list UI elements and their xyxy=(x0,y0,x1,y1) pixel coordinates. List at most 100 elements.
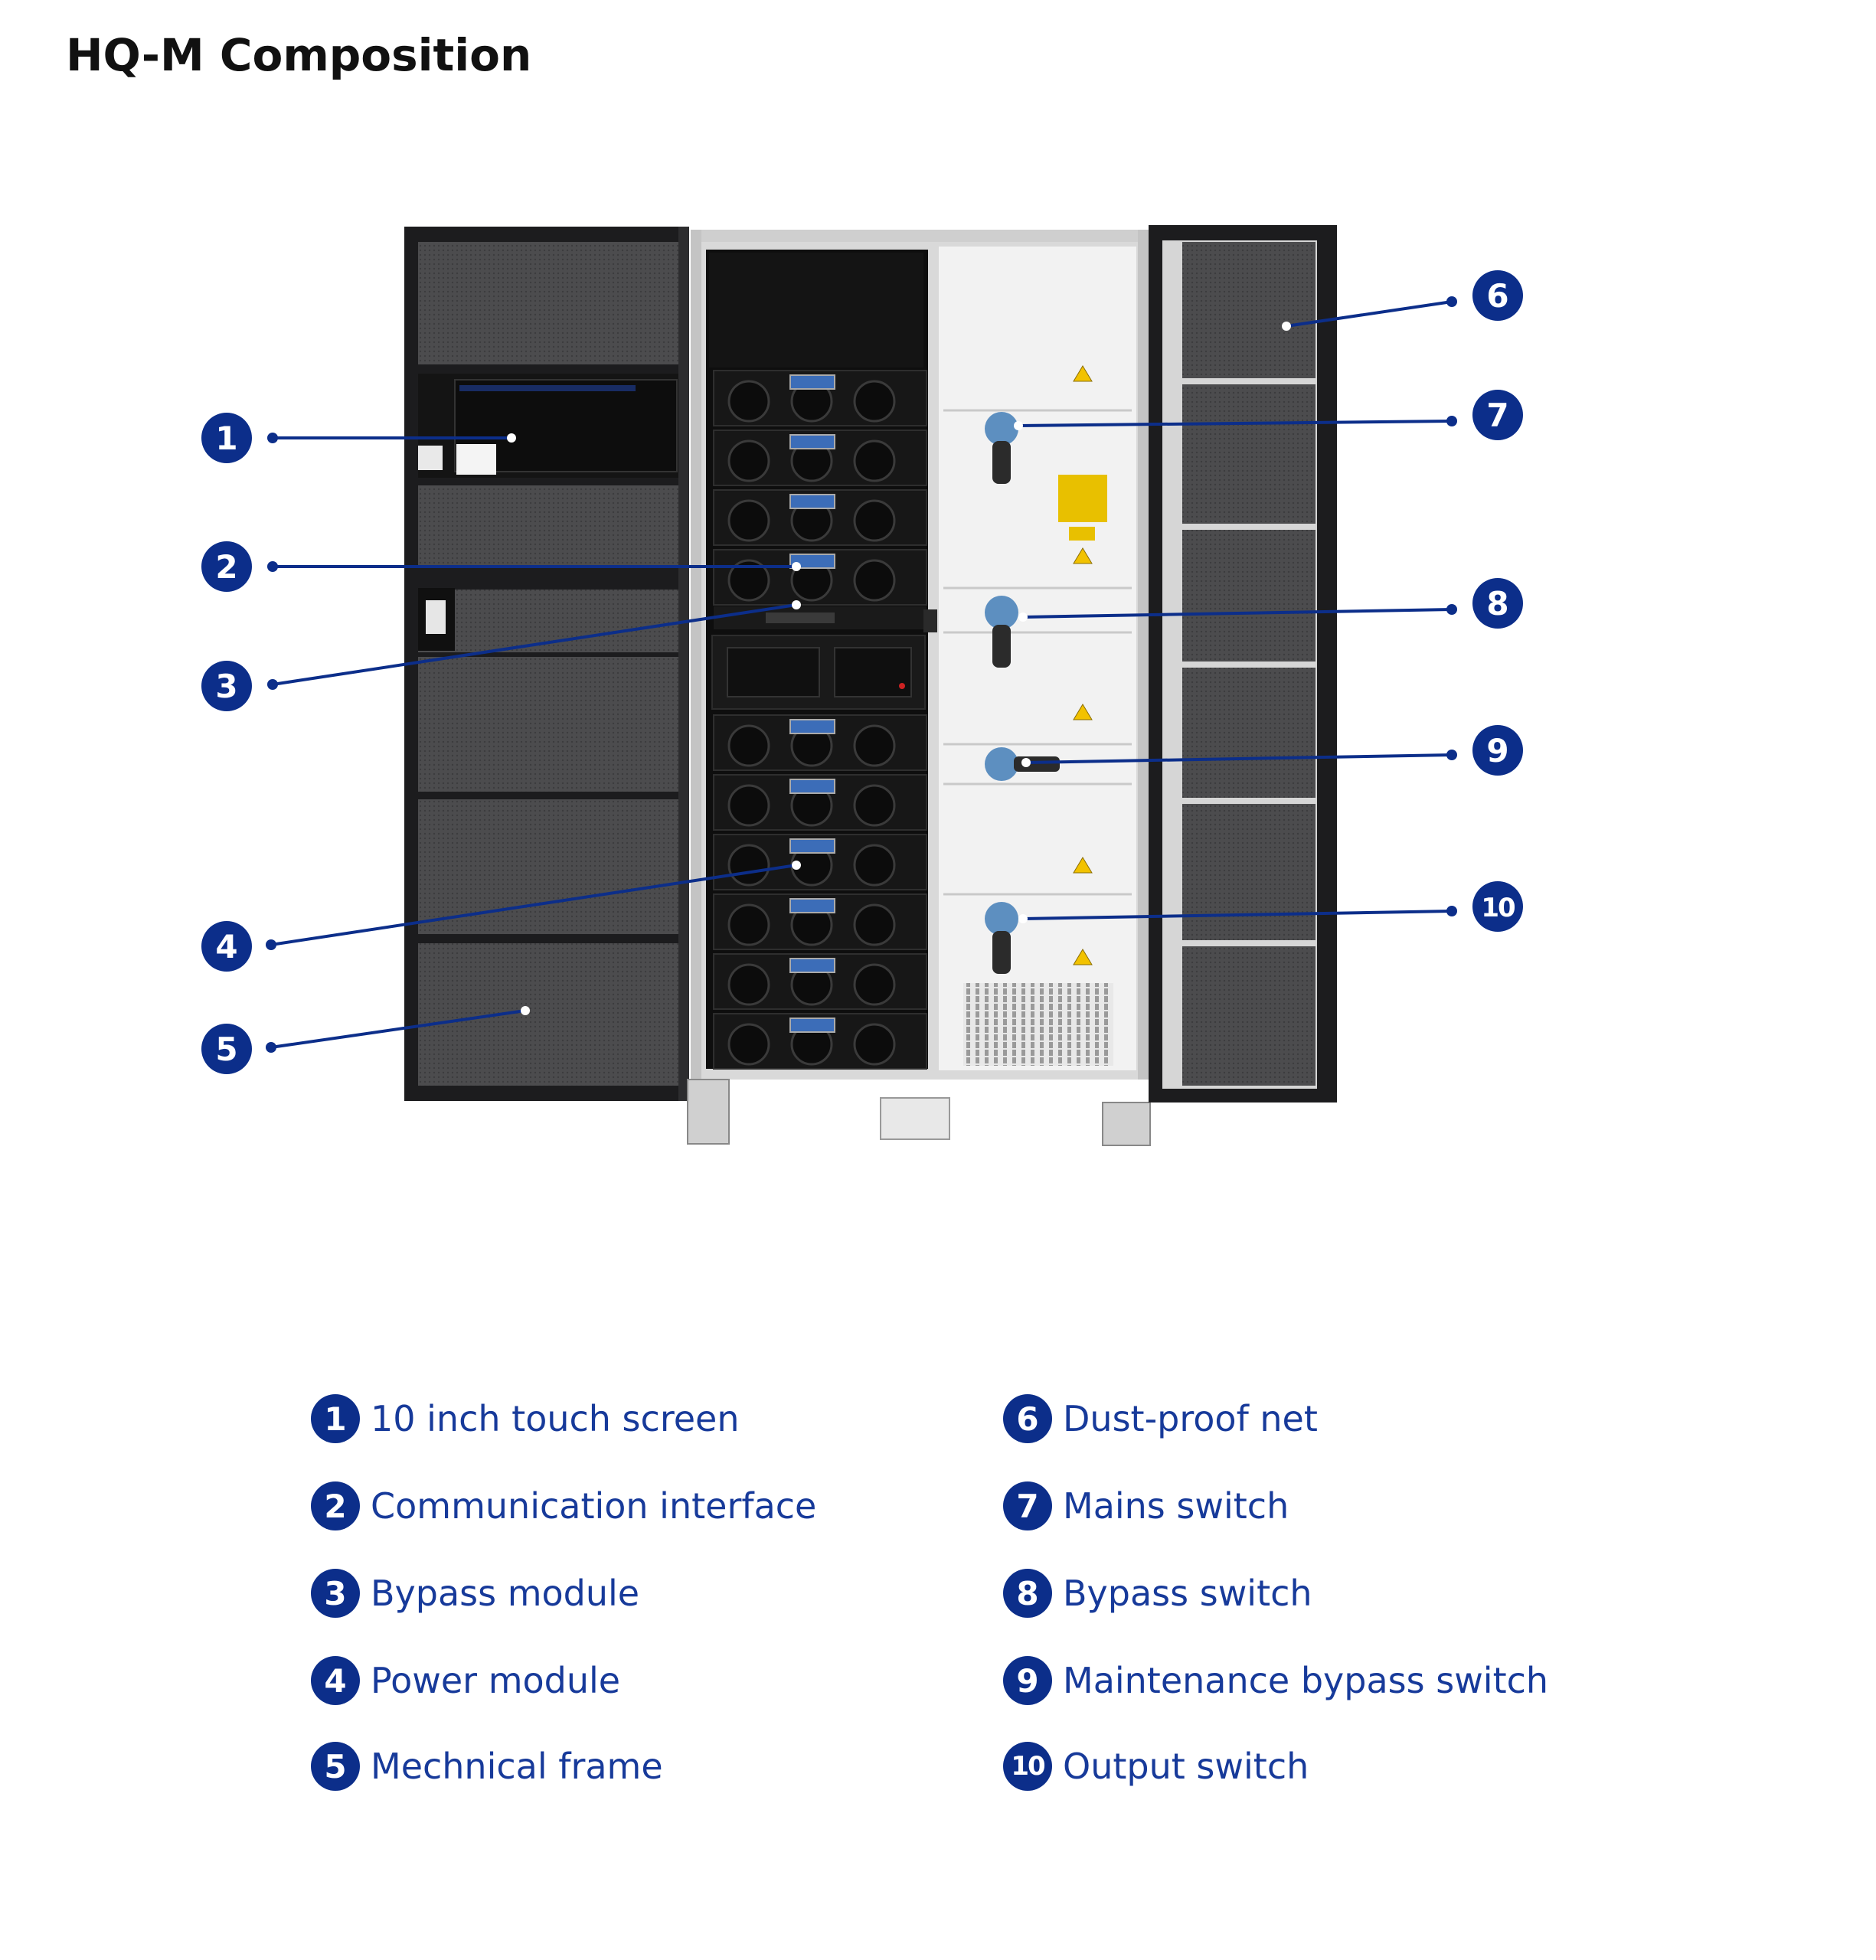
fan-icon xyxy=(853,724,896,767)
legend-item-4: 4 Power module xyxy=(311,1654,620,1707)
callout-3-number: 3 xyxy=(215,668,237,705)
power-module-unit xyxy=(713,370,927,426)
power-module-unit xyxy=(713,489,927,546)
fan-icon xyxy=(853,963,896,1006)
callout-4-number: 4 xyxy=(215,928,237,965)
legend-item-2: 2 Communication interface xyxy=(311,1479,816,1533)
legend-badge: 9 xyxy=(1003,1656,1052,1705)
bypass-switch-knob xyxy=(985,596,1018,668)
fan-icon xyxy=(727,380,770,423)
output-switch-knob xyxy=(985,902,1018,974)
power-module-stack xyxy=(713,370,927,1070)
fan-icon xyxy=(727,499,770,542)
callout-5-number: 5 xyxy=(215,1031,237,1068)
cabinet-diagram: 1 2 3 4 5 6 xyxy=(201,225,1523,1146)
legend-label: Dust-proof net xyxy=(1063,1398,1318,1439)
power-module-unit xyxy=(713,834,927,890)
module-display xyxy=(789,374,835,390)
legend-label: Communication interface xyxy=(371,1485,817,1527)
legend-badge: 5 xyxy=(311,1742,360,1791)
legend-item-7: 7 Mains switch xyxy=(1003,1479,1289,1533)
legend-badge: 10 xyxy=(1003,1742,1052,1791)
fan-icon xyxy=(853,380,896,423)
fan-icon xyxy=(727,903,770,946)
module-display xyxy=(789,719,835,734)
module-display xyxy=(789,434,835,449)
left-door xyxy=(404,227,689,1101)
switch-panel xyxy=(939,247,1136,1070)
page-title: HQ-M Composition xyxy=(66,29,532,81)
legend-item-10: 10 Output switch xyxy=(1003,1740,1309,1793)
callout-9: 9 xyxy=(1021,725,1523,776)
module-display xyxy=(789,898,835,913)
fan-icon xyxy=(727,439,770,482)
callout-10: 10 xyxy=(1018,881,1523,932)
module-display xyxy=(789,554,835,569)
module-display xyxy=(789,779,835,794)
fan-icon xyxy=(853,499,896,542)
callout-6: 6 xyxy=(1282,270,1523,331)
power-module-unit xyxy=(713,774,927,831)
mains-switch-knob xyxy=(985,412,1018,484)
module-display xyxy=(789,958,835,973)
module-display xyxy=(789,838,835,854)
legend-item-1: 1 10 inch touch screen xyxy=(311,1392,739,1446)
legend-badge: 1 xyxy=(311,1394,360,1443)
legend-item-6: 6 Dust-proof net xyxy=(1003,1392,1318,1446)
fan-icon xyxy=(727,1023,770,1066)
legend-label: Bypass switch xyxy=(1063,1573,1312,1614)
callout-2: 2 xyxy=(201,541,801,592)
legend-badge: 2 xyxy=(311,1481,360,1530)
callout-5: 5 xyxy=(201,1006,530,1074)
fan-icon xyxy=(727,724,770,767)
fan-icon xyxy=(727,963,770,1006)
legend-badge: 3 xyxy=(311,1569,360,1618)
callout-6-number: 6 xyxy=(1486,277,1508,315)
module-display xyxy=(789,1018,835,1033)
legend-label: Mechnical frame xyxy=(371,1746,663,1787)
callout-9-number: 9 xyxy=(1486,732,1508,769)
fan-icon xyxy=(853,784,896,827)
legend-label: Power module xyxy=(371,1660,621,1701)
right-door xyxy=(1149,225,1337,1102)
power-module-unit xyxy=(713,549,927,606)
legend-label: Bypass module xyxy=(371,1573,640,1614)
legend-label: Output switch xyxy=(1063,1746,1309,1787)
callout-7: 7 xyxy=(1014,390,1523,440)
power-module-unit xyxy=(713,430,927,486)
fan-icon xyxy=(727,784,770,827)
fan-icon xyxy=(853,559,896,602)
legend-badge: 6 xyxy=(1003,1394,1052,1443)
callout-10-number: 10 xyxy=(1481,893,1515,923)
legend-badge: 4 xyxy=(311,1656,360,1705)
legend-item-5: 5 Mechnical frame xyxy=(311,1740,663,1793)
callout-8-number: 8 xyxy=(1486,585,1508,622)
legend-label: Mains switch xyxy=(1063,1485,1289,1527)
callout-1-number: 1 xyxy=(215,420,237,457)
legend-item-9: 9 Maintenance bypass switch xyxy=(1003,1654,1548,1707)
callout-2-number: 2 xyxy=(215,548,237,586)
fan-icon xyxy=(853,439,896,482)
legend-badge: 8 xyxy=(1003,1569,1052,1618)
power-module-unit xyxy=(713,953,927,1010)
fan-icon xyxy=(853,903,896,946)
callout-8: 8 xyxy=(1018,578,1523,629)
callout-1: 1 xyxy=(201,413,516,463)
legend-badge: 7 xyxy=(1003,1481,1052,1530)
legend-item-3: 3 Bypass module xyxy=(311,1566,639,1620)
power-module-unit xyxy=(713,1013,927,1070)
power-module-unit xyxy=(713,893,927,950)
callout-3: 3 xyxy=(201,600,801,711)
legend-item-8: 8 Bypass switch xyxy=(1003,1566,1312,1620)
legend-label: 10 inch touch screen xyxy=(371,1398,740,1439)
callout-4: 4 xyxy=(201,861,801,972)
power-module-unit xyxy=(713,714,927,771)
fan-icon xyxy=(853,844,896,887)
fan-icon xyxy=(727,559,770,602)
fan-icon xyxy=(727,844,770,887)
power-module-bay xyxy=(706,250,937,1070)
callout-7-number: 7 xyxy=(1486,397,1508,434)
fan-icon xyxy=(853,1023,896,1066)
legend-label: Maintenance bypass switch xyxy=(1063,1660,1549,1701)
